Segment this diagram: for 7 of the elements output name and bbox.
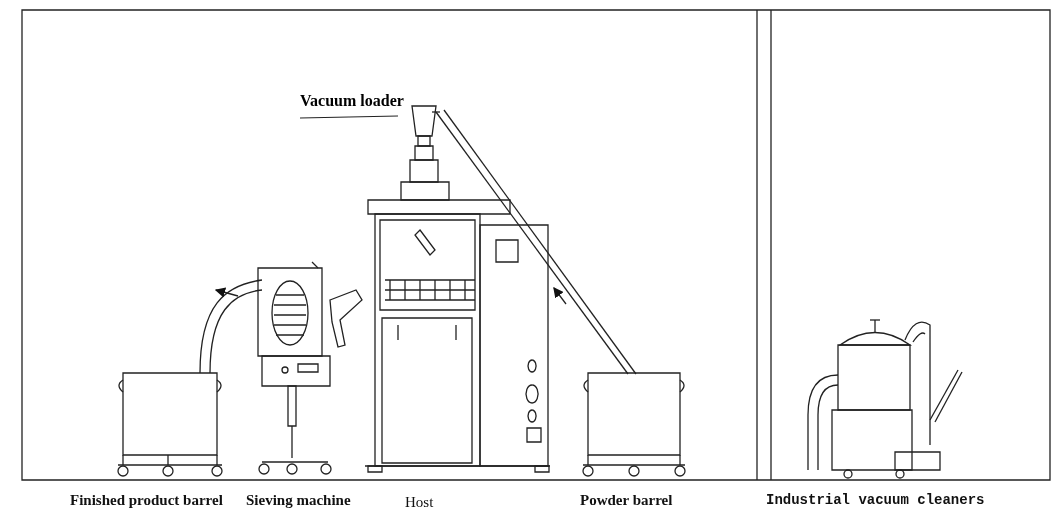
part-name: Host <box>405 494 434 511</box>
part-name: Sieving machine <box>246 492 351 509</box>
part-name: Industrial vacuum cleaners <box>766 492 985 508</box>
part-name: Finished product barrel <box>70 492 223 509</box>
callout-label: Vacuum loader <box>300 92 440 118</box>
part-name: Powder barrel <box>580 492 673 509</box>
leader-line <box>299 115 399 119</box>
